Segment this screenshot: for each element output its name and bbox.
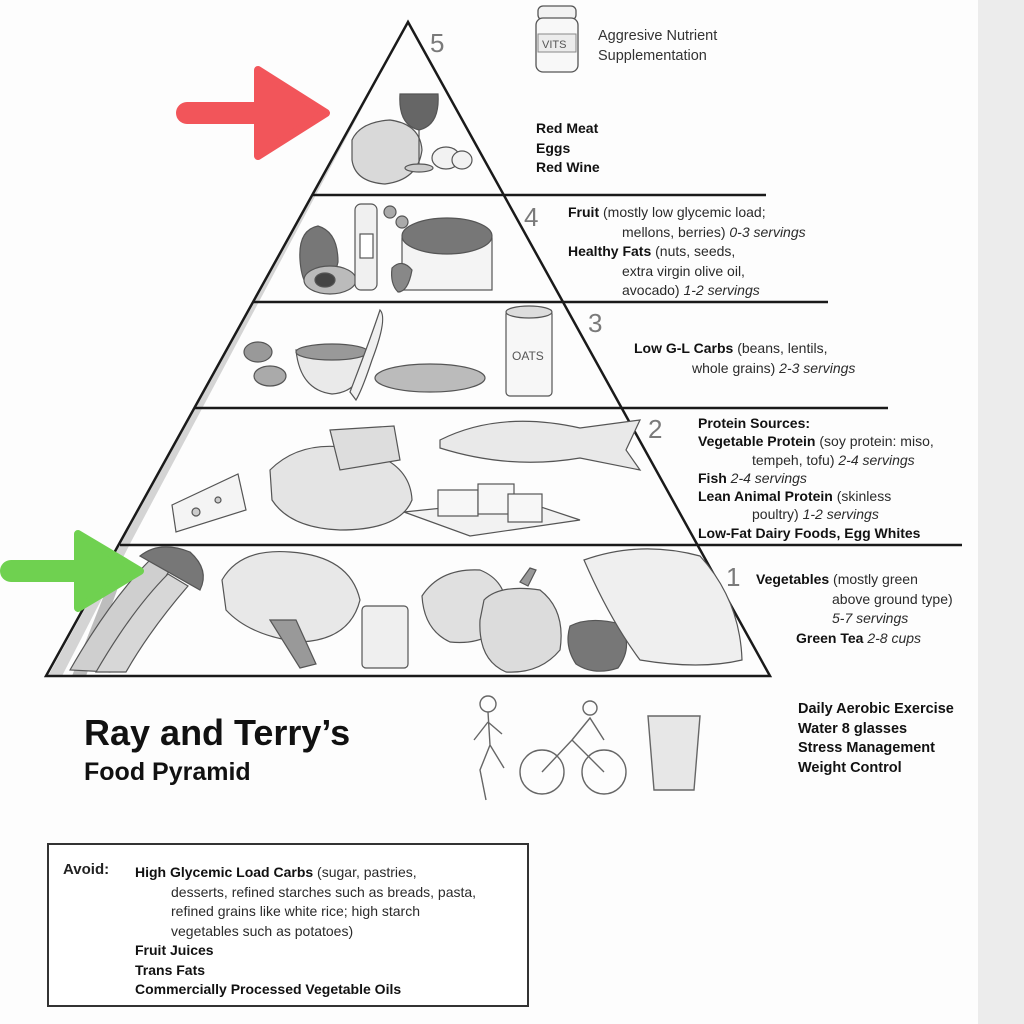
lean-protein-label: Lean Animal Protein bbox=[698, 488, 833, 505]
tier-1-text: Vegetables (mostly green above ground ty… bbox=[756, 570, 953, 648]
avoid-oils: Commercially Processed Vegetable Oils bbox=[135, 981, 402, 997]
carbs-label: Low G-L Carbs bbox=[634, 340, 734, 356]
lifestyle-illustration bbox=[473, 695, 701, 801]
vegetables-line-2: above ground type) bbox=[832, 590, 953, 607]
lifestyle-list: Daily Aerobic Exercise Water 8 glasses S… bbox=[798, 700, 954, 778]
tier-5-item-1: Red Meat bbox=[536, 120, 599, 136]
avoid-hg-line-1: (sugar, pastries, bbox=[313, 864, 417, 880]
avoid-hg-line-4: vegetables such as potatoes) bbox=[171, 922, 354, 939]
avoid-juices: Fruit Juices bbox=[135, 942, 214, 958]
vegetables-line-1: (mostly green bbox=[829, 571, 918, 587]
fruit-line-1: (mostly low glycemic load; bbox=[599, 204, 766, 220]
tier4-food-illustration bbox=[299, 203, 493, 295]
vitamin-jar-icon: VITS bbox=[535, 5, 579, 73]
tier-5-item-2: Eggs bbox=[536, 139, 571, 156]
vegetables-label: Vegetables bbox=[756, 571, 830, 587]
tier-3-text: Low G-L Carbs (beans, lentils, whole gra… bbox=[634, 339, 855, 378]
fish-label: Fish bbox=[698, 469, 727, 486]
carbs-servings: 2-3 servings bbox=[779, 359, 856, 376]
tier-4-text: Fruit (mostly low glycemic load; mellons… bbox=[568, 203, 806, 301]
veg-protein-line-2: tempeh, tofu) bbox=[752, 451, 839, 468]
tier-3-number: 3 bbox=[588, 308, 603, 338]
carbs-line-1: (beans, lentils, bbox=[733, 340, 828, 356]
tier-5-text: Red Meat Eggs Red Wine bbox=[536, 119, 600, 178]
protein-header: Protein Sources: bbox=[698, 415, 811, 431]
fats-line-3: avocado) bbox=[622, 282, 684, 298]
tier-5-item-3: Red Wine bbox=[536, 159, 600, 175]
fruit-line-2: mellons, berries) bbox=[622, 223, 730, 240]
fish-servings: 2-4 servings bbox=[726, 469, 807, 486]
tier1-food-illustration bbox=[68, 546, 743, 673]
red-arrow bbox=[176, 66, 330, 160]
green-tea-label: Green Tea bbox=[796, 629, 864, 646]
lifestyle-item-1: Daily Aerobic Exercise bbox=[798, 701, 954, 717]
page-title: Ray and Terry’s bbox=[84, 712, 351, 753]
lifestyle-item-3: Stress Management bbox=[798, 740, 935, 756]
vegetables-servings: 5-7 servings bbox=[832, 610, 909, 626]
fats-servings: 1-2 servings bbox=[683, 282, 760, 298]
vits-label: VITS bbox=[542, 39, 566, 51]
lifestyle-item-2: Water 8 glasses bbox=[798, 720, 908, 737]
right-edge-strip bbox=[978, 0, 1024, 1024]
supplement-line-1: Aggresive Nutrient bbox=[598, 28, 718, 44]
fats-line-2: extra virgin olive oil, bbox=[622, 262, 745, 279]
fats-label: Healthy Fats bbox=[568, 243, 652, 259]
page-subtitle: Food Pyramid bbox=[84, 758, 251, 786]
avoid-trans-fats: Trans Fats bbox=[135, 961, 206, 978]
tier3-food-illustration bbox=[243, 305, 553, 402]
carbs-line-2: whole grains) bbox=[692, 359, 780, 376]
supplement-line-2: Supplementation bbox=[598, 48, 707, 64]
tier-2-number: 2 bbox=[648, 414, 663, 444]
fruit-label: Fruit bbox=[568, 204, 600, 220]
tier5-food-illustration bbox=[351, 93, 473, 185]
green-tea-servings: 2-8 cups bbox=[863, 629, 922, 646]
avoid-list: High Glycemic Load Carbs (sugar, pastrie… bbox=[135, 863, 476, 1000]
pyramid-outline bbox=[43, 19, 773, 678]
avoid-hg-line-3: refined grains like white rice; high sta… bbox=[171, 903, 421, 919]
lean-protein-line-1: (skinless bbox=[832, 488, 892, 505]
green-arrow bbox=[0, 530, 144, 612]
tier-5-number: 5 bbox=[430, 28, 445, 58]
fats-line-1: (nuts, seeds, bbox=[651, 243, 736, 259]
tier2-food-illustration bbox=[171, 419, 642, 537]
avoid-label: Avoid: bbox=[63, 861, 110, 878]
dairy-label: Low-Fat Dairy Foods, Egg Whites bbox=[698, 524, 921, 541]
avoid-hg-line-2: desserts, refined starches such as bread… bbox=[171, 883, 477, 900]
fruit-servings: 0-3 servings bbox=[729, 223, 806, 240]
avoid-box: Avoid: High Glycemic Load Carbs (sugar, … bbox=[47, 843, 529, 1007]
oats-can-label: OATS bbox=[512, 349, 544, 363]
lean-protein-line-2: poultry) bbox=[752, 506, 803, 523]
veg-protein-servings: 2-4 servings bbox=[838, 451, 915, 468]
veg-protein-label: Vegetable Protein bbox=[698, 433, 816, 450]
tier-4-number: 4 bbox=[524, 202, 539, 232]
veg-protein-line-1: (soy protein: miso, bbox=[815, 433, 934, 450]
lean-protein-servings: 1-2 servings bbox=[802, 506, 879, 523]
avoid-hg-label: High Glycemic Load Carbs bbox=[135, 864, 314, 880]
lifestyle-item-4: Weight Control bbox=[798, 759, 902, 776]
tier-1-number: 1 bbox=[726, 562, 741, 592]
tier-2-text: Protein Sources: Vegetable Protein (soy … bbox=[698, 414, 934, 542]
supplement-text: Aggresive Nutrient Supplementation bbox=[598, 26, 717, 66]
